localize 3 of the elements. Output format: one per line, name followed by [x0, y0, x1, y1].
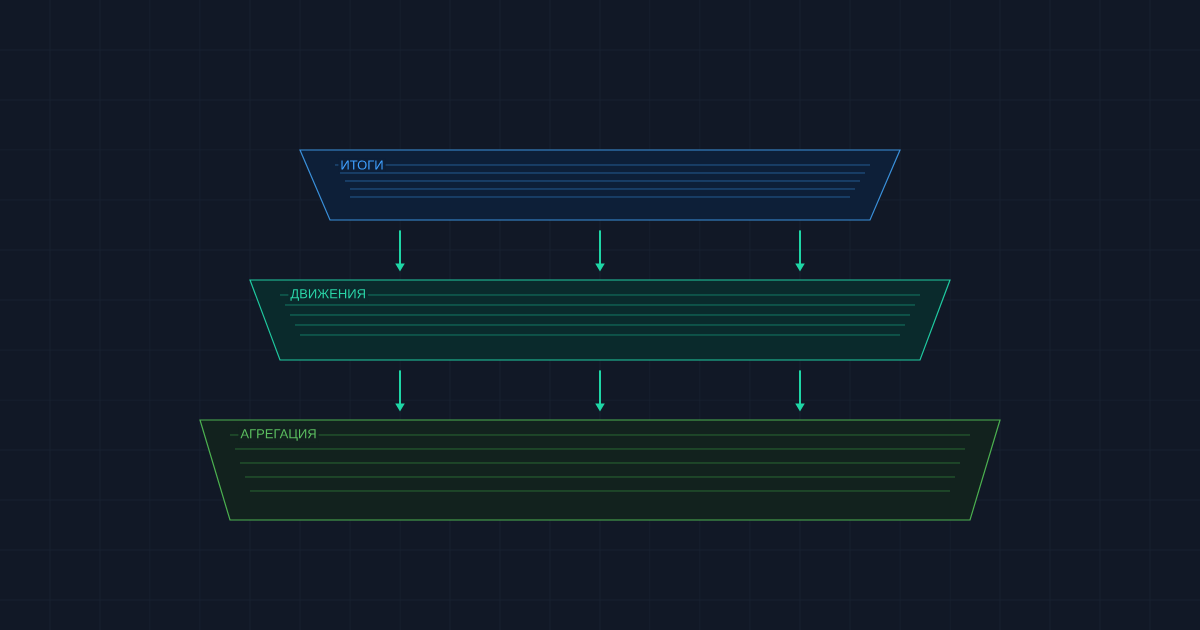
layer-trapezoid: ИТОГИ [299, 149, 901, 221]
layer-trapezoid: ДВИЖЕНИЯ [249, 279, 951, 361]
layer-trapezoid: АГРЕГАЦИЯ [199, 419, 1001, 521]
